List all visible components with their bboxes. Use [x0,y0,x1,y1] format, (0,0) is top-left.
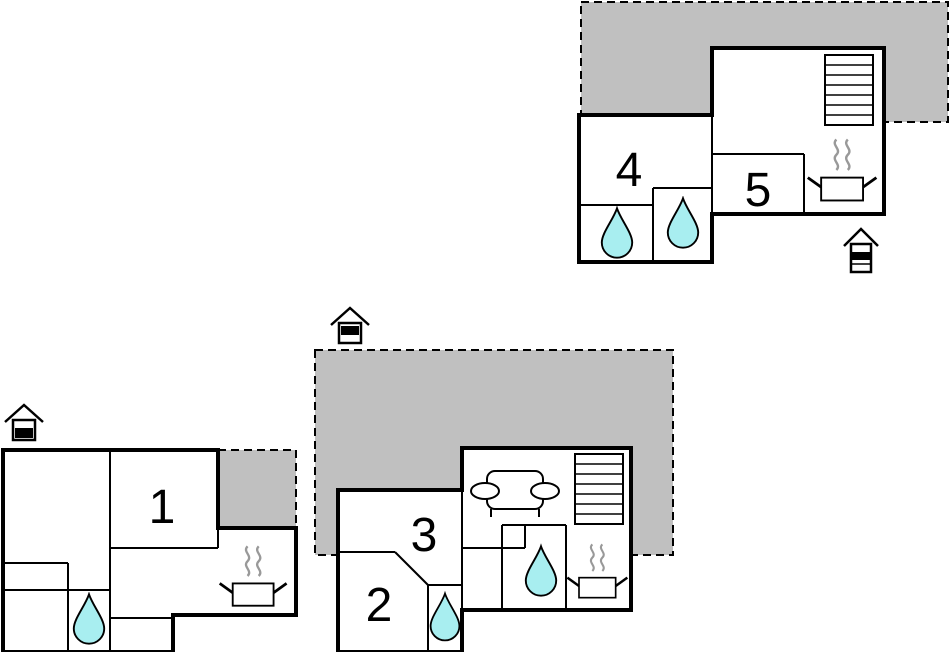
second-floor-plan: 4 5 [577,1,949,274]
house-floor-icon [330,306,370,345]
room-number: 5 [745,164,772,217]
outer-wall [1,448,298,652]
room-number: 1 [149,481,176,534]
house-floor-icon [4,403,44,442]
interior-walls [338,490,567,652]
ground-floor-plan: 1 [1,403,298,652]
terrace-area [217,449,297,529]
interior-walls [579,115,805,262]
room-number: 4 [616,144,643,197]
stairs-icon [574,453,624,525]
room-number: 2 [366,579,393,632]
sofa-icon [470,470,560,517]
house-floor-icon [843,227,879,274]
stairs-icon [824,54,874,126]
room-number: 3 [411,509,438,562]
first-floor-plan: 3 2 [314,306,674,652]
interior-walls [3,450,219,652]
outer-wall [336,446,633,652]
